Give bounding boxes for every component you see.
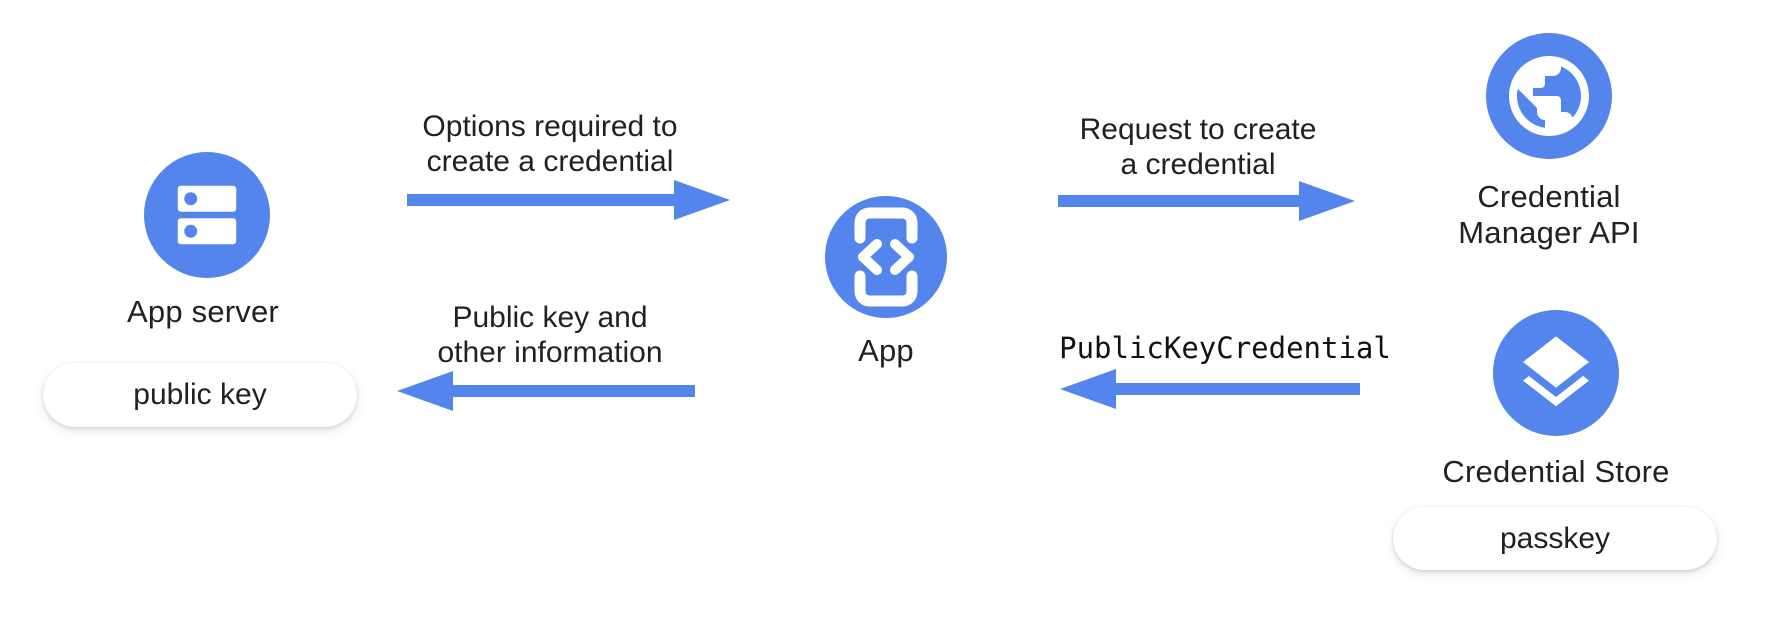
flow-label-request-create-line2: a credential xyxy=(1120,148,1276,181)
arrow-request-right xyxy=(1058,181,1355,221)
flow-label-public-key-info-line2: other information xyxy=(437,336,663,369)
passkey-pill: passkey xyxy=(1393,507,1717,570)
arrow-shaft xyxy=(453,385,695,397)
flow-label-request-create-line1: Request to create xyxy=(1079,113,1317,146)
arrow-shaft xyxy=(1058,195,1299,207)
arrow-shaft xyxy=(1116,383,1360,395)
flow-label-request-create: Request to create a credential xyxy=(1028,112,1368,182)
arrowhead-right-icon xyxy=(1299,181,1355,221)
credential-store-circle xyxy=(1493,310,1619,436)
credential-manager-api-label-line2: Manager API xyxy=(1458,215,1640,250)
flow-label-options: Options required to create a credential xyxy=(380,109,720,179)
credential-manager-api-label-line1: Credential xyxy=(1477,179,1621,214)
arrow-publickeycredential-left xyxy=(1060,369,1360,409)
app-label: App xyxy=(858,333,914,368)
arrow-options-right xyxy=(407,180,730,220)
credential-store-label: Credential Store xyxy=(1442,454,1670,489)
arrowhead-left-icon xyxy=(1060,369,1116,409)
arrowhead-right-icon xyxy=(674,180,730,220)
flow-label-public-key-info: Public key and other information xyxy=(380,300,720,370)
credential-manager-api-label: Credential Manager API xyxy=(1389,179,1709,251)
app-circle xyxy=(825,196,947,318)
layers-icon xyxy=(1523,336,1589,407)
flow-label-options-line1: Options required to xyxy=(422,110,678,143)
arrowhead-left-icon xyxy=(397,371,453,411)
credential-manager-api-circle xyxy=(1486,33,1612,159)
app-server-circle xyxy=(144,152,270,278)
arrow-public-key-info-left xyxy=(397,371,695,411)
phone-code-icon xyxy=(854,207,918,307)
passkey-pill-label: passkey xyxy=(1499,521,1611,555)
arrow-shaft xyxy=(407,194,674,206)
flow-label-public-key-info-line1: Public key and xyxy=(452,301,648,334)
globe-icon xyxy=(1509,56,1589,136)
server-icon xyxy=(177,185,237,245)
flow-label-publickeycredential: PublicKeyCredential xyxy=(1059,331,1391,365)
public-key-pill-label: public key xyxy=(133,378,267,411)
flow-label-options-line2: create a credential xyxy=(426,145,674,178)
public-key-pill: public key xyxy=(43,363,357,427)
app-server-label: App server xyxy=(127,294,279,329)
